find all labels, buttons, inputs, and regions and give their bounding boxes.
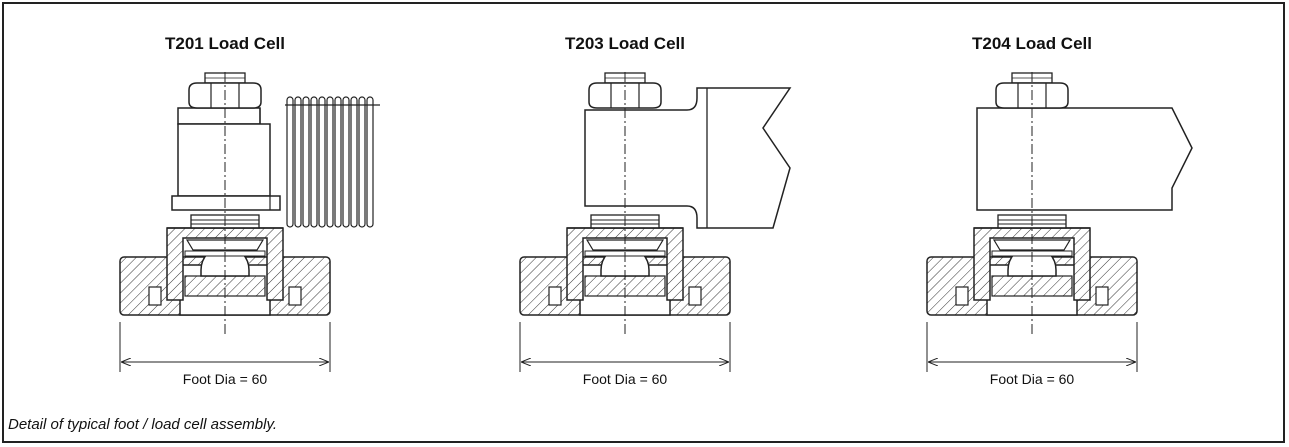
cell-title-t201: T201 Load Cell [165, 34, 285, 53]
t204-foot-dimension: Foot Dia = 60 [989, 371, 1075, 387]
t203-arm [584, 87, 792, 229]
t201-foot-dimension: Foot Dia = 60 [182, 371, 268, 387]
cell-title-t203: T203 Load Cell [565, 34, 685, 53]
t201-load-cell-drawing [120, 72, 380, 372]
t204-load-cell-drawing [927, 72, 1193, 372]
t204-arm [976, 107, 1193, 211]
cell-title-t204: T204 Load Cell [972, 34, 1092, 53]
t201-coil-spring [285, 95, 380, 228]
figure-caption: Detail of typical foot / load cell assem… [8, 416, 278, 433]
t203-load-cell-drawing [520, 72, 792, 372]
t203-foot-dimension: Foot Dia = 60 [582, 371, 668, 387]
